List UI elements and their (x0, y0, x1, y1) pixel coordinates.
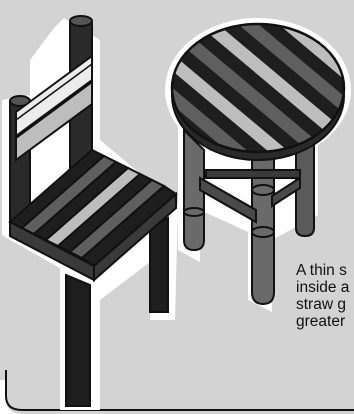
caption-line: greater (296, 313, 354, 330)
stool-stretcher (206, 170, 300, 178)
caption-line: straw g (296, 296, 354, 313)
caption-line: inside a (296, 279, 354, 296)
caption-line: A thin s (296, 262, 354, 279)
chair-leg (150, 218, 168, 312)
chair-leg (66, 275, 90, 406)
caption-text: A thin s inside a straw g greater (296, 262, 354, 330)
